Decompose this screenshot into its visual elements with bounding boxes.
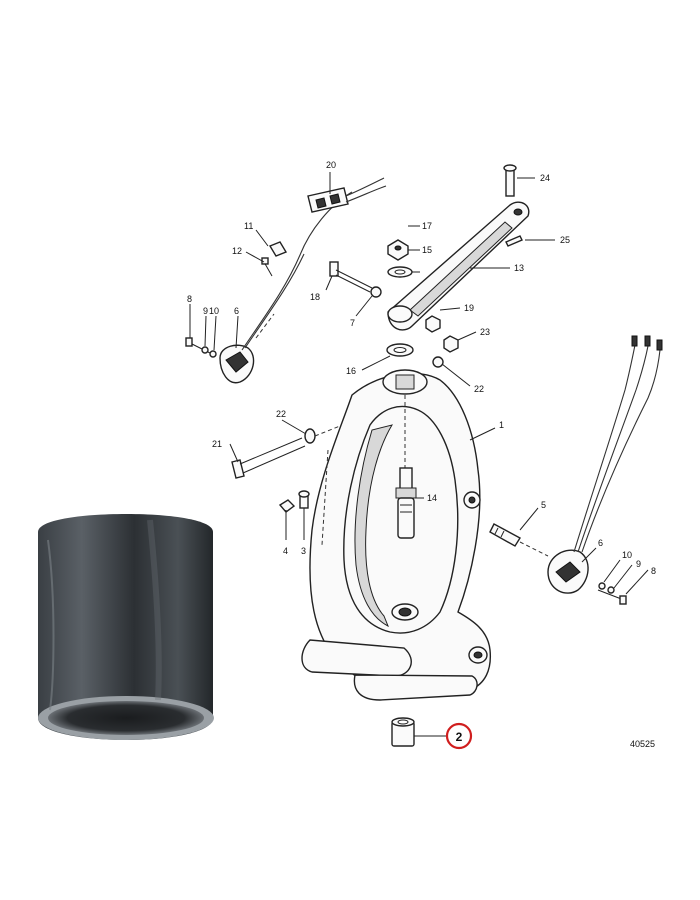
bushing-photo xyxy=(38,514,214,740)
bolt-18 xyxy=(329,261,382,298)
callout-25: 25 xyxy=(560,235,570,245)
fitting-5 xyxy=(489,523,521,547)
callout-9-right: 9 xyxy=(636,559,641,569)
callout-7: 7 xyxy=(350,318,355,328)
steering-pin xyxy=(395,467,417,539)
callout-19: 19 xyxy=(464,303,474,313)
callout-22-right: 22 xyxy=(474,384,484,394)
callout-16: 16 xyxy=(346,366,356,376)
callout-8-right: 8 xyxy=(651,566,656,576)
callout-3: 3 xyxy=(301,546,306,556)
fitting-4 xyxy=(278,499,296,513)
leader-lines xyxy=(189,172,649,737)
fitting-3 xyxy=(298,490,310,509)
callout-8-left: 8 xyxy=(187,294,192,304)
washer-16 xyxy=(386,343,414,357)
washer-22-right xyxy=(432,356,444,368)
callout-22-left: 22 xyxy=(276,409,286,419)
callout-6-left: 6 xyxy=(234,306,239,316)
callout-24: 24 xyxy=(540,173,550,183)
screw-set-right xyxy=(597,582,627,605)
trim-sender-left xyxy=(219,191,353,384)
screw-set-left xyxy=(185,337,217,358)
callout-5: 5 xyxy=(541,500,546,510)
bolt-21 xyxy=(231,428,316,479)
callout-17: 17 xyxy=(422,221,432,231)
callout-4: 4 xyxy=(283,546,288,556)
wire-clamp-20 xyxy=(307,177,387,213)
nut-and-washer xyxy=(387,239,413,278)
cotter-pin xyxy=(505,235,523,247)
callout-15: 15 xyxy=(422,245,432,255)
callout-6-right: 6 xyxy=(598,538,603,548)
screw-12 xyxy=(261,257,273,277)
callout-18: 18 xyxy=(310,292,320,302)
callout-21: 21 xyxy=(212,439,222,449)
callout-12: 12 xyxy=(232,246,242,256)
nut-23 xyxy=(443,335,459,353)
callout-10-left: 10 xyxy=(209,306,219,316)
steering-arm xyxy=(387,201,530,331)
gimbal-housing xyxy=(301,369,492,701)
highlight-callout-2: 2 xyxy=(445,722,473,750)
pivot-pin xyxy=(503,164,517,197)
highlight-ring xyxy=(445,722,473,750)
callout-labels: 20 24 25 13 17 15 19 23 22 16 7 18 11 12… xyxy=(187,160,656,749)
callout-23: 23 xyxy=(480,327,490,337)
callout-9-left: 9 xyxy=(203,306,208,316)
callout-13: 13 xyxy=(514,263,524,273)
callout-11: 11 xyxy=(244,221,253,231)
callout-20: 20 xyxy=(326,160,336,170)
callout-10-right: 10 xyxy=(622,550,632,560)
figure-number: 40525 xyxy=(630,739,655,749)
callout-1: 1 xyxy=(499,420,504,430)
callout-14: 14 xyxy=(427,493,437,503)
clip-11 xyxy=(268,241,288,257)
highlight-number: 2 xyxy=(456,730,463,744)
trim-sender-right xyxy=(547,335,663,594)
bushing-2 xyxy=(391,717,415,747)
nut-19 xyxy=(425,315,441,333)
